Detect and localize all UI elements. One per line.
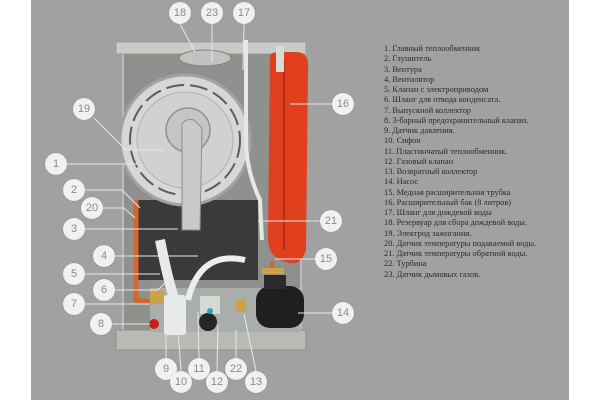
callout-22: 22 <box>225 358 247 380</box>
callout-8: 8 <box>90 313 112 335</box>
parts-legend: 1. Главный теплообменник 2. Глушитель 3.… <box>384 44 574 280</box>
legend-item: 20. Датчик температуры подаваемой воды. <box>384 238 537 248</box>
callout-1: 1 <box>45 153 67 175</box>
callout-18: 18 <box>169 2 191 24</box>
callout-10: 10 <box>170 371 192 393</box>
legend-item: 21. Датчик температуры обратной воды. <box>384 249 528 258</box>
callout-7: 7 <box>63 293 85 315</box>
callout-3: 3 <box>63 218 85 240</box>
callout-5: 5 <box>63 263 85 285</box>
callout-21: 21 <box>320 210 342 232</box>
callout-16: 16 <box>332 93 354 115</box>
legend-item: 15. Медная расширительная трубка <box>384 187 511 197</box>
legend-item: 23. Датчик дымовых газов. <box>384 269 481 279</box>
legend-item: 18. Резервуар для сбора дождевой воды. <box>384 218 528 228</box>
legend-item: 3. Вентура <box>384 64 422 74</box>
callout-19: 19 <box>73 98 95 120</box>
legend-item: 11. Пластинчатый теплообменник. <box>384 146 508 156</box>
callout-12: 12 <box>206 371 228 393</box>
callout-4: 4 <box>93 245 115 267</box>
legend-item: 22. Турбина <box>384 259 427 269</box>
legend-item: 10. Сифон <box>384 136 421 146</box>
callout-2: 2 <box>63 179 85 201</box>
legend-item: 2. Глушитель <box>384 54 432 64</box>
legend-item: 14. Насос <box>384 177 419 187</box>
legend-item: 19. Электрод зажигания. <box>384 228 472 238</box>
legend-item: 13. Возвратный коллектор <box>384 167 478 176</box>
legend-item: 4. Вентилятор <box>384 74 435 84</box>
callout-15: 15 <box>315 248 337 270</box>
legend-item: 1. Главный теплообменник <box>384 44 481 53</box>
legend-item: 17. Шланг для дождевой воды <box>384 208 492 217</box>
callout-11: 11 <box>188 358 210 380</box>
legend-item: 8. 3-барный предохранительный клапан. <box>384 115 529 125</box>
callout-20: 20 <box>81 197 103 219</box>
legend-item: 9. Датчик давления. <box>384 126 455 135</box>
callout-23: 23 <box>201 2 223 24</box>
legend-item: 6. Шланг для отвода конденсата. <box>384 95 501 105</box>
callout-17: 17 <box>233 2 255 24</box>
callout-14: 14 <box>332 302 354 324</box>
callout-6: 6 <box>93 279 115 301</box>
callout-13: 13 <box>245 371 267 393</box>
legend-item: 5. Клапан с электроприводом <box>384 85 489 94</box>
legend-item: 16. Расширительный бак (8 литров) <box>384 197 512 207</box>
legend-item: 12. Газовый клапан <box>384 156 454 166</box>
legend-item: 7. Выпускной коллектор <box>384 105 471 115</box>
